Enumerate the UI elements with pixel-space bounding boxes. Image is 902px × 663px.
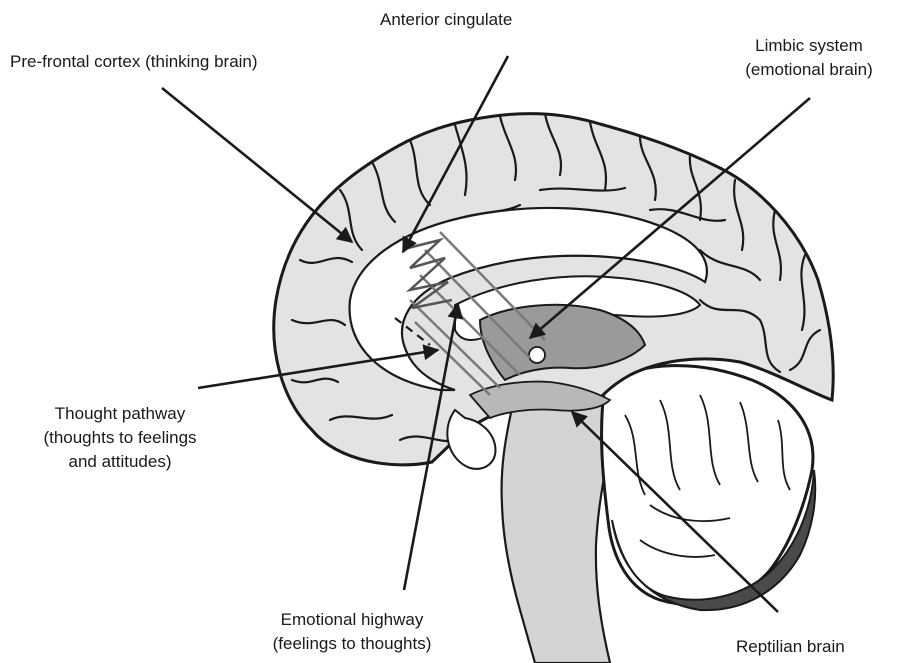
thalamus-spot (529, 347, 545, 363)
label-thought-line2: (thoughts to feelings (2, 426, 238, 450)
label-thought-line1: Thought pathway (2, 402, 238, 426)
label-thought-line3: and attitudes) (2, 450, 238, 474)
arrow-prefrontal (162, 88, 352, 242)
label-prefrontal-cortex: Pre-frontal cortex (thinking brain) (10, 50, 258, 74)
label-limbic-line1: Limbic system (724, 34, 894, 58)
label-emotional-highway: Emotional highway (feelings to thoughts) (232, 608, 472, 656)
label-reptilian-text: Reptilian brain (736, 635, 845, 659)
label-thought-pathway: Thought pathway (thoughts to feelings an… (2, 402, 238, 474)
label-anterior-cingulate-text: Anterior cingulate (380, 8, 512, 32)
label-limbic-system: Limbic system (emotional brain) (724, 34, 894, 82)
label-prefrontal-cortex-text: Pre-frontal cortex (thinking brain) (10, 50, 258, 74)
label-emotional-line2: (feelings to thoughts) (232, 632, 472, 656)
label-reptilian-brain: Reptilian brain (736, 635, 845, 659)
cerebellum (602, 366, 816, 611)
brainstem-shape (502, 400, 613, 663)
label-emotional-line1: Emotional highway (232, 608, 472, 632)
label-anterior-cingulate: Anterior cingulate (380, 8, 512, 32)
label-limbic-line2: (emotional brain) (724, 58, 894, 82)
